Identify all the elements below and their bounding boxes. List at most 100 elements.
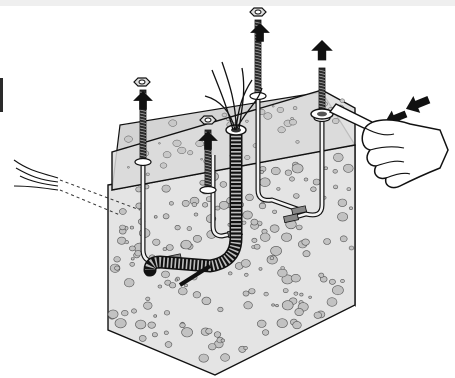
aggregate-stone bbox=[221, 354, 230, 362]
aggregate-stone bbox=[164, 331, 168, 335]
aggregate-stone bbox=[115, 319, 126, 328]
aggregate-stone bbox=[333, 169, 338, 173]
direction-arrow-icon bbox=[250, 23, 270, 42]
nut-hole bbox=[255, 10, 261, 14]
aggregate-stone bbox=[108, 310, 118, 319]
aggregate-stone bbox=[130, 262, 135, 266]
aggregate-stone bbox=[163, 152, 171, 158]
aggregate-stone bbox=[313, 179, 320, 185]
aggregate-stone bbox=[296, 141, 300, 144]
aggregate-stone bbox=[332, 286, 343, 295]
aggregate-stone bbox=[264, 292, 268, 296]
aggregate-stone bbox=[332, 118, 339, 123]
aggregate-stone bbox=[333, 185, 337, 189]
aggregate-stone bbox=[291, 274, 300, 282]
aggregate-stone bbox=[220, 182, 227, 188]
aggregate-stone bbox=[292, 164, 303, 173]
aggregate-stone bbox=[219, 201, 228, 209]
aggregate-stone bbox=[127, 166, 129, 168]
aggregate-stone bbox=[136, 320, 146, 329]
aggregate-stone bbox=[163, 248, 167, 251]
aggregate-stone bbox=[294, 292, 298, 295]
aggregate-stone bbox=[162, 271, 170, 278]
aggregate-stone bbox=[154, 315, 157, 318]
aggregate-stone bbox=[154, 216, 157, 219]
aggregate-stone bbox=[160, 163, 167, 168]
aggregate-stone bbox=[271, 246, 282, 255]
aggregate-stone bbox=[285, 170, 292, 176]
aggregate-stone bbox=[270, 257, 274, 260]
aggregate-stone bbox=[130, 226, 133, 229]
aggregate-stone bbox=[340, 236, 347, 242]
aggregate-stone bbox=[291, 117, 294, 119]
aggregate-stone bbox=[244, 346, 248, 349]
hex-nut-icon bbox=[250, 8, 266, 16]
aggregate-stone bbox=[173, 140, 181, 147]
aggregate-stone bbox=[293, 107, 297, 110]
aggregate-stone bbox=[194, 213, 198, 216]
aggregate-stone bbox=[180, 323, 186, 328]
aggregate-stone bbox=[158, 285, 162, 288]
aggregate-stone bbox=[295, 308, 304, 315]
aggregate-stone bbox=[262, 330, 268, 336]
aggregate-stone bbox=[158, 143, 160, 145]
aggregate-stone bbox=[264, 113, 272, 120]
aggregate-stone bbox=[196, 141, 204, 147]
aggregate-stone bbox=[260, 178, 270, 187]
aggregate-stone bbox=[135, 250, 142, 256]
aggregate-stone bbox=[187, 227, 192, 231]
aggregate-stone bbox=[193, 235, 201, 242]
aggregate-stone bbox=[243, 211, 253, 219]
aggregate-stone bbox=[282, 301, 293, 310]
aggregate-stone bbox=[202, 297, 211, 305]
aggregate-stone bbox=[314, 312, 322, 318]
aggregate-stone bbox=[349, 207, 352, 210]
aggregate-stone bbox=[338, 213, 348, 222]
side-wire-strand bbox=[16, 168, 58, 182]
aggregate-stone bbox=[290, 177, 295, 181]
aggregate-stone bbox=[120, 225, 126, 230]
aggregate-stone bbox=[228, 272, 232, 275]
aggregate-stone bbox=[175, 225, 180, 230]
aggregate-stone bbox=[245, 120, 248, 122]
aggregate-stone bbox=[164, 311, 169, 316]
aggregate-stone bbox=[347, 188, 351, 191]
aggregate-stone bbox=[148, 322, 156, 328]
aggregate-stone bbox=[125, 241, 129, 244]
aggregate-stone bbox=[242, 221, 246, 224]
aggregate-stone bbox=[119, 209, 126, 215]
aggregate-stone bbox=[311, 187, 317, 192]
direction-arrow-icon bbox=[403, 91, 433, 117]
aggregate-stone bbox=[257, 320, 266, 327]
aggregate-stone bbox=[244, 302, 253, 309]
aggregate-stone bbox=[241, 260, 250, 268]
nut-hole bbox=[139, 80, 145, 84]
aggregate-stone bbox=[152, 333, 157, 337]
aggregate-stone bbox=[131, 258, 134, 261]
aggregate-stone bbox=[201, 158, 203, 160]
aggregate-stone bbox=[278, 269, 288, 277]
aggregate-stone bbox=[146, 173, 149, 176]
side-wire-strand bbox=[14, 160, 58, 178]
aggregate-stone bbox=[249, 289, 255, 294]
aggregate-stone bbox=[300, 293, 303, 296]
aggregate-stone bbox=[277, 188, 280, 191]
aggregate-stone bbox=[188, 151, 193, 155]
hex-nut-icon bbox=[200, 116, 216, 124]
aggregate-stone bbox=[139, 335, 146, 341]
aggregate-stone bbox=[221, 339, 225, 342]
aggregate-stone bbox=[260, 170, 264, 173]
aggregate-stone bbox=[178, 147, 186, 154]
aggregate-stone bbox=[131, 309, 136, 313]
aggregate-stone bbox=[278, 127, 286, 133]
aggregate-stone bbox=[208, 344, 216, 350]
aggregate-stone bbox=[166, 245, 173, 251]
aggregate-stone bbox=[276, 304, 279, 306]
aggregate-stone bbox=[296, 225, 302, 230]
aggregate-stone bbox=[302, 239, 310, 245]
aggregate-stone bbox=[218, 307, 223, 312]
aggregate-stone bbox=[282, 233, 292, 242]
aggregate-stone bbox=[260, 233, 270, 241]
aggregate-stone bbox=[340, 99, 345, 103]
aggregate-stone bbox=[125, 136, 133, 142]
